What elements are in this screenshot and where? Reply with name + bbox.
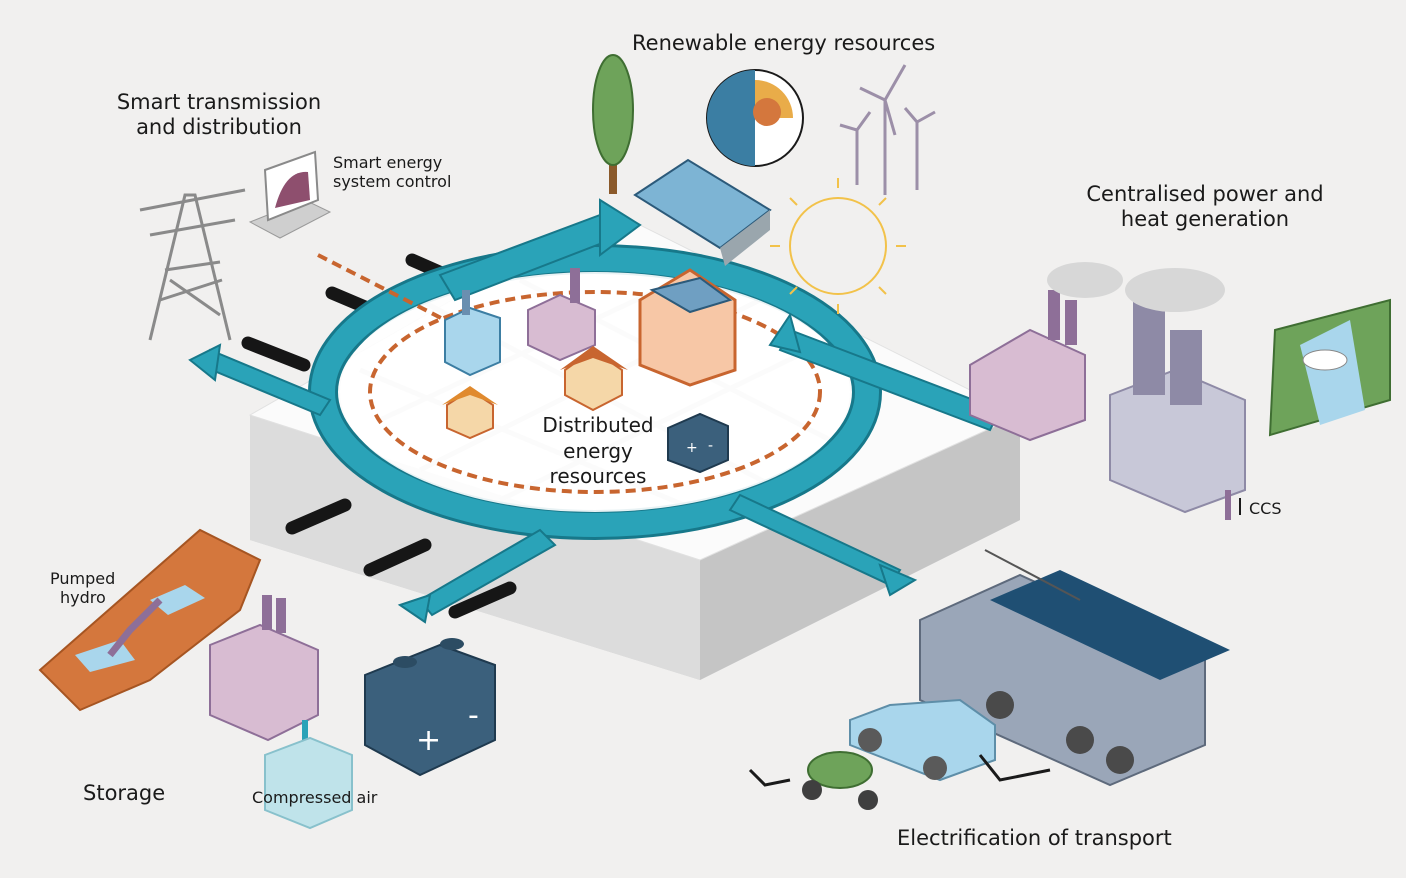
- svg-text:-: -: [708, 438, 713, 454]
- label-pumped-hydro: Pumped hydro: [50, 569, 116, 608]
- flow-arrows: [188, 198, 1002, 624]
- label-ccs: CCS: [1249, 499, 1282, 518]
- battery-icon: + -: [364, 638, 496, 777]
- control-link: [317, 253, 446, 322]
- tree-icon: [592, 54, 634, 194]
- cooling-tower-icon: [1109, 268, 1246, 520]
- solar-panel-icon: [633, 158, 772, 266]
- renewables: [592, 54, 936, 314]
- car-icon: [849, 698, 1051, 782]
- wind-turbine-icon: [839, 64, 936, 195]
- house-icon: [560, 346, 628, 412]
- label-electrification-of-transport: Electrification of transport: [897, 826, 1172, 850]
- bus-icon: [919, 549, 1230, 787]
- earth-core-icon: [706, 69, 804, 167]
- pylon-icon: [139, 188, 246, 341]
- svg-text:+: +: [416, 723, 441, 758]
- label-smart-energy-system-control: Smart energy system control: [333, 153, 452, 192]
- power-plant-icon: [969, 262, 1123, 442]
- scooter-icon: [748, 751, 878, 810]
- sun-icon: [770, 178, 906, 314]
- label-compressed-air: Compressed air: [252, 788, 378, 807]
- pumped-hydro-icon: [38, 528, 262, 712]
- label-distributed-energy-resources: Distributed energy resources: [542, 413, 654, 489]
- house-icon: [638, 268, 737, 387]
- factory-icon: [444, 290, 501, 377]
- transmission: [139, 150, 332, 341]
- battery-icon: + -: [667, 412, 729, 474]
- storage: + -: [38, 528, 496, 830]
- house-icon: [442, 386, 498, 440]
- transport: [748, 549, 1230, 810]
- label-storage: Storage: [83, 781, 166, 805]
- svg-text:-: -: [468, 698, 479, 733]
- centralised-generation: [969, 262, 1391, 520]
- monitor-icon: [248, 150, 332, 239]
- dam-icon: [1268, 298, 1391, 437]
- label-renewable-energy-resources: Renewable energy resources: [632, 31, 936, 55]
- label-centralised-power: Centralised power and heat generation: [1086, 182, 1324, 232]
- label-smart-transmission: Smart transmission and distribution: [116, 90, 322, 140]
- distributed-buildings: + -: [442, 268, 737, 474]
- svg-text:+: +: [686, 440, 698, 456]
- compressed-air-tank-icon: [264, 736, 353, 830]
- power-plant-icon: [527, 268, 596, 362]
